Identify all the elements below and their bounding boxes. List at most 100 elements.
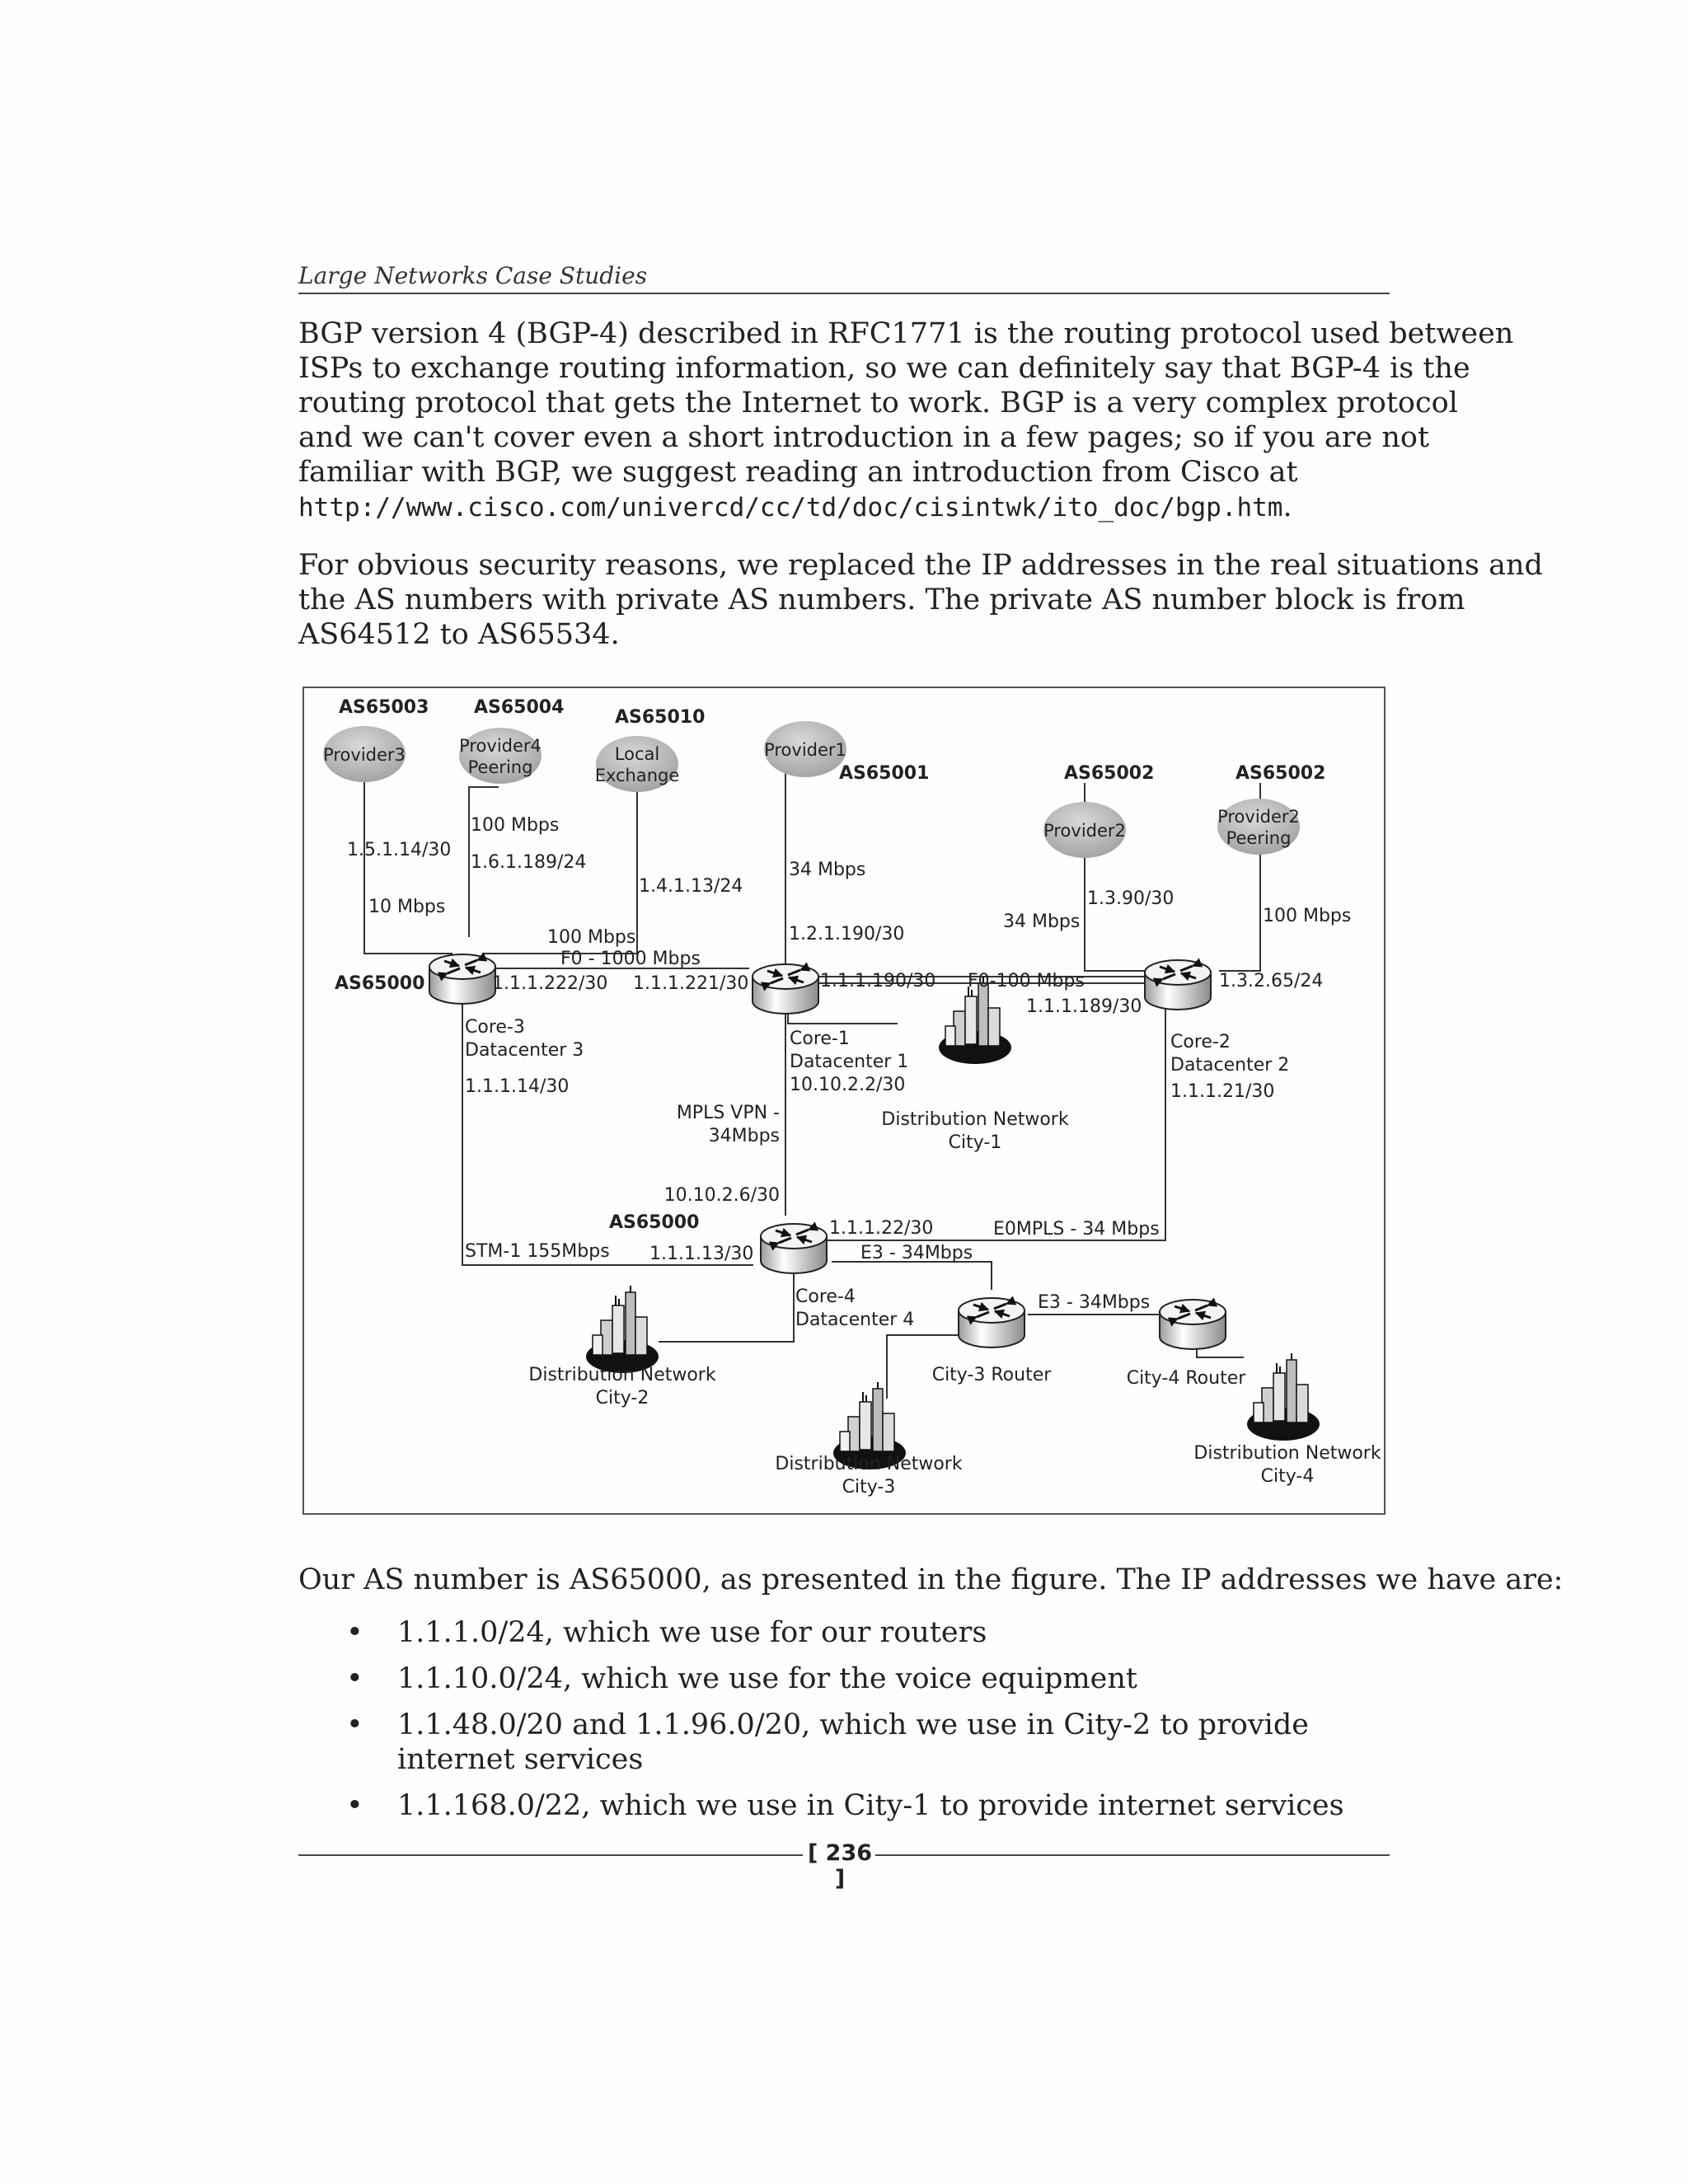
- distribution-label: City-4: [1261, 1466, 1315, 1487]
- provider3-node: Provider3: [323, 726, 406, 782]
- link-label: 1.3.90/30: [1087, 888, 1174, 909]
- text-line: BGP version 4 (BGP-4) described in RFC17…: [298, 317, 1514, 350]
- router-name: City-4 Router: [1127, 1368, 1247, 1389]
- link-label: 10.10.2.6/30: [664, 1185, 780, 1206]
- provider2-peering-node: Provider2 Peering: [1217, 799, 1300, 855]
- provider1-node: Provider1: [764, 721, 846, 777]
- link-label: 1.1.1.14/30: [465, 1076, 569, 1097]
- link-label: MPLS VPN -: [677, 1103, 780, 1123]
- provider-name: Provider4: [459, 736, 542, 756]
- link-label: 1.1.1.190/30: [820, 971, 935, 991]
- as-label: AS65002: [1236, 763, 1325, 784]
- link-label: 10.10.2.2/30: [790, 1075, 905, 1095]
- list-item-text: 1.1.48.0/20 and 1.1.96.0/20, which we us…: [397, 1708, 1309, 1741]
- link-label: STM-1 155Mbps: [465, 1241, 610, 1262]
- provider-name: Provider1: [764, 740, 846, 760]
- router-name: Core-4: [795, 1286, 856, 1307]
- as-label: AS65000: [335, 973, 424, 994]
- list-item-text: 1.1.10.0/24, which we use for the voice …: [397, 1662, 1137, 1695]
- core4-router-icon: [761, 1224, 827, 1273]
- link-label: 100 Mbps: [1263, 906, 1351, 926]
- bullet-icon: •: [346, 1789, 363, 1822]
- link-label: 34 Mbps: [1003, 912, 1080, 932]
- as-label: AS65003: [339, 697, 429, 718]
- distribution-label: City-1: [949, 1132, 1002, 1153]
- page-number: [ 236 ]: [807, 1840, 873, 1891]
- text-line: familiar with BGP, we suggest reading an…: [298, 456, 1298, 489]
- city4-router-icon: [1160, 1300, 1226, 1349]
- city4-network-icon: [1246, 1352, 1320, 1441]
- core2-router-icon: [1145, 960, 1211, 1010]
- link-label: F0-100 Mbps: [968, 971, 1085, 991]
- distribution-label: Distribution Network: [528, 1365, 715, 1385]
- link-label: 1.4.1.13/24: [639, 876, 743, 897]
- text-line: routing protocol that gets the Internet …: [298, 387, 1458, 419]
- as-label: AS65000: [609, 1212, 699, 1233]
- provider-name: Provider2: [1043, 821, 1126, 841]
- distribution-label: Distribution Network: [1193, 1443, 1381, 1464]
- distribution-label: Distribution Network: [775, 1454, 962, 1474]
- bullet-icon: •: [346, 1708, 363, 1741]
- bullet-icon: •: [346, 1616, 363, 1649]
- cisco-url-link[interactable]: http://www.cisco.com/univercd/cc/td/doc/…: [298, 493, 1283, 523]
- router-name: City-3 Router: [932, 1365, 1053, 1385]
- router-site: Datacenter 4: [795, 1310, 914, 1330]
- local-exchange-node: Local Exchange: [595, 736, 680, 792]
- text-line: AS64512 to AS65534.: [298, 618, 620, 651]
- city2-network-icon: [585, 1285, 659, 1374]
- distribution-label: City-2: [596, 1388, 649, 1408]
- text-line: ISPs to exchange routing information, so…: [298, 352, 1470, 385]
- text-line: Our AS number is AS65000, as presented i…: [298, 1563, 1564, 1596]
- router-name: Core-2: [1170, 1032, 1231, 1052]
- distribution-label: City-3: [842, 1477, 896, 1497]
- text-line: For obvious security reasons, we replace…: [298, 549, 1543, 582]
- provider-name: Provider3: [323, 745, 406, 765]
- link-label: F0 - 1000 Mbps: [560, 949, 701, 969]
- provider-nodes: Provider3 Provider4 Peering Local Exchan…: [323, 721, 1300, 858]
- network-diagram: Provider3 Provider4 Peering Local Exchan…: [302, 687, 1386, 1515]
- link-label: 34Mbps: [709, 1126, 780, 1146]
- header-rule: [298, 293, 1390, 294]
- provider-name: Exchange: [595, 766, 680, 785]
- as-label: AS65004: [474, 697, 564, 718]
- list-item-text: internet services: [397, 1743, 644, 1776]
- provider2-node: Provider2: [1043, 802, 1126, 858]
- bullet-icon: •: [346, 1662, 363, 1695]
- link-labels: 1.5.1.14/30 10 Mbps 100 Mbps 1.6.1.189/2…: [347, 815, 1351, 1313]
- paragraph-bgp-intro: BGP version 4 (BGP-4) described in RFC17…: [298, 316, 1514, 525]
- city3-router-icon: [959, 1298, 1025, 1347]
- provider-name: Peering: [468, 757, 533, 777]
- link-label: 1.1.1.221/30: [633, 973, 748, 994]
- router-site: Datacenter 2: [1170, 1055, 1289, 1076]
- link-label: 10 Mbps: [368, 897, 445, 917]
- paragraph-as-number: Our AS number is AS65000, as presented i…: [298, 1563, 1564, 1597]
- footer-rule: [298, 1854, 803, 1856]
- link-label: 1.2.1.190/30: [789, 924, 904, 944]
- text-line: the AS numbers with private AS numbers. …: [298, 583, 1465, 616]
- distribution-label: Distribution Network: [881, 1109, 1068, 1130]
- text-line: and we can't cover even a short introduc…: [298, 421, 1430, 454]
- link-label: E3 - 34Mbps: [1038, 1292, 1150, 1313]
- link-label: 1.1.1.222/30: [492, 973, 607, 994]
- router-name: Core-3: [465, 1017, 525, 1038]
- link-label: 34 Mbps: [789, 860, 865, 880]
- provider-name: Peering: [1226, 828, 1292, 848]
- router-site: Datacenter 1: [790, 1052, 908, 1072]
- core3-router-icon: [429, 954, 495, 1004]
- as-label: AS65010: [615, 707, 705, 728]
- list-item-text: 1.1.168.0/22, which we use in City-1 to …: [397, 1789, 1344, 1822]
- link-label: 1.1.1.189/30: [1026, 996, 1142, 1017]
- provider-name: Provider2: [1217, 807, 1300, 827]
- link-label: 100 Mbps: [547, 927, 635, 948]
- link-label: 1.1.1.21/30: [1170, 1081, 1274, 1102]
- provider4-node: Provider4 Peering: [459, 728, 542, 784]
- list-item-text: 1.1.1.0/24, which we use for our routers: [397, 1616, 987, 1649]
- link-label: 1.3.2.65/24: [1219, 971, 1323, 991]
- as-label: AS65001: [839, 763, 929, 784]
- link-label: 1.1.1.22/30: [829, 1218, 933, 1239]
- link-label: E0MPLS - 34 Mbps: [993, 1219, 1160, 1240]
- url-line: http://www.cisco.com/univercd/cc/td/doc/…: [298, 490, 1395, 525]
- router-name: Core-1: [790, 1029, 850, 1049]
- link-label: E3 - 34Mbps: [860, 1243, 973, 1263]
- router-site: Datacenter 3: [465, 1040, 584, 1061]
